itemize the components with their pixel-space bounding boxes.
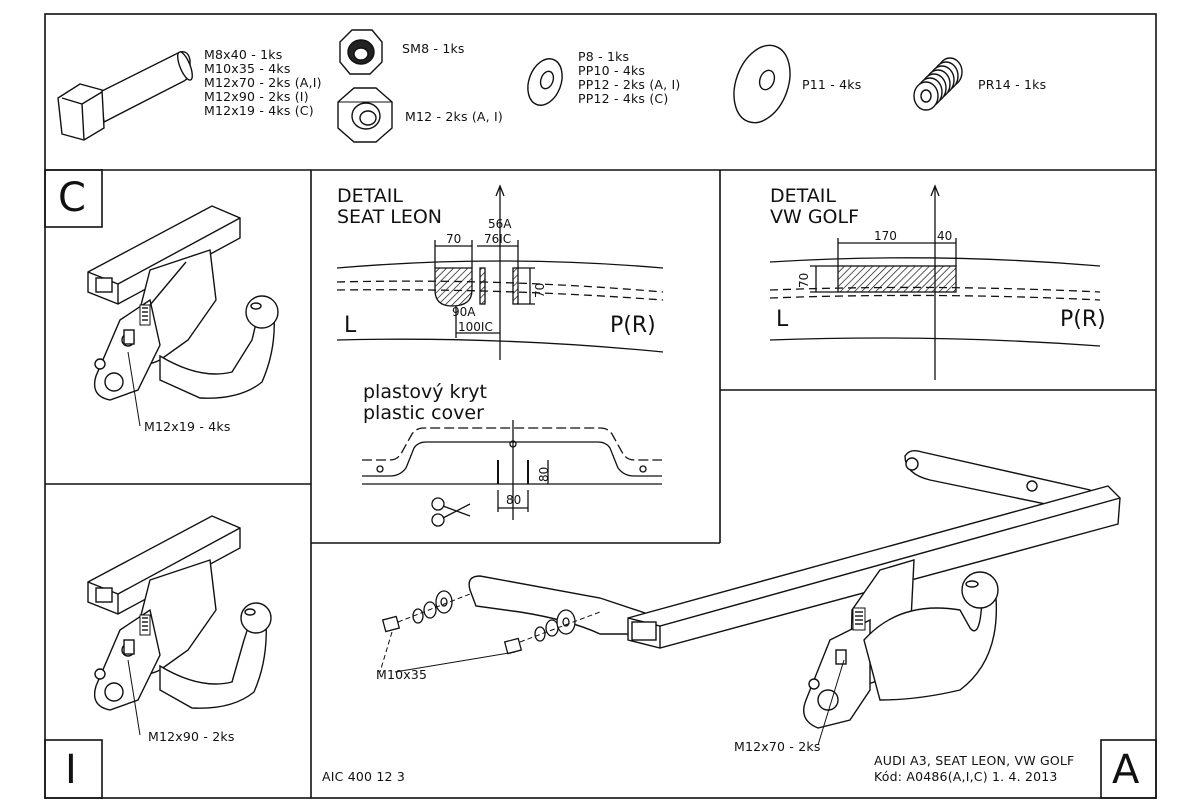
spring-washer-label: PR14 - 1ks: [978, 77, 1047, 92]
frame-lines: [44, 13, 1157, 799]
seat-detail-title-2: SEAT LEON: [337, 206, 442, 228]
hardware-stack: [381, 590, 576, 655]
nut-m12-icon: [337, 87, 393, 143]
a-leader-lines: [379, 593, 845, 746]
bolt-label-m8x40: M8x40 - 1ks: [204, 47, 283, 62]
seat-dim-90a: 90A: [452, 305, 476, 319]
washer-large-icon: [733, 44, 791, 124]
washer-small-icon: [527, 58, 563, 106]
cover-dim-80-w: 80: [506, 493, 522, 507]
footer-code: AIC 400 12 3: [322, 769, 406, 784]
bolt-list: M8x40 - 1ks M10x35 - 4ks M12x70 - 2ks (A…: [204, 48, 322, 118]
seat-detail-drawing: [336, 184, 664, 360]
nut-m12-label: M12 - 2ks (A, I): [405, 109, 503, 124]
vw-dim-170: 170: [874, 229, 897, 243]
bolt-label-m10x35: M10x35 - 4ks: [204, 61, 291, 76]
cover-title-2: plastic cover: [363, 402, 484, 424]
variant-i-bolt-label: M12x90 - 2ks: [148, 729, 235, 744]
cover-title-1: plastový kryt: [363, 381, 487, 403]
washer-label-pp12-ai: PP12 - 2ks (A, I): [578, 77, 681, 92]
spring-washer-icon: [913, 57, 963, 111]
variant-a-bolt-label-m12: M12x70 - 2ks: [734, 739, 821, 754]
cover-dim-80-h: 80: [537, 466, 551, 482]
washer-label-pp12-c: PP12 - 4ks (C): [578, 91, 669, 106]
bolt-label-m12x90: M12x90 - 2ks (I): [204, 89, 309, 104]
nut-sm8-icon: [339, 29, 383, 75]
variant-i-letter: I: [65, 747, 77, 793]
variant-a-drawing: [468, 449, 1121, 729]
bolt-icon: [57, 50, 193, 141]
vw-left-label: L: [776, 307, 789, 332]
variant-i-drawing: [87, 515, 272, 711]
vw-detail-title-1: DETAIL: [770, 185, 836, 207]
variant-a-bolt-label-m10: M10x35: [376, 667, 428, 682]
seat-left-label: L: [344, 313, 357, 338]
seat-dim-100ic: 100IC: [458, 320, 493, 334]
vw-dim-70: 70: [797, 272, 811, 288]
footer-model: AUDI A3, SEAT LEON, VW GOLF: [874, 753, 1075, 768]
vw-right-label: P(R): [1060, 307, 1106, 332]
c-leader-line: [127, 351, 141, 427]
variant-c-letter: C: [58, 175, 86, 221]
seat-detail-title-1: DETAIL: [337, 185, 403, 207]
washer-label-p8: P8 - 1ks: [578, 49, 630, 64]
cover-drawing: [362, 420, 662, 527]
washer-label-pp10: PP10 - 4ks: [578, 63, 646, 78]
seat-dim-70-side: 70: [533, 282, 547, 298]
variant-c-drawing: [87, 205, 279, 401]
variant-a-letter: A: [1112, 747, 1140, 793]
footer-kod: Kód: A0486(A,I,C) 1. 4. 2013: [874, 769, 1058, 784]
bolt-label-m12x19: M12x19 - 4ks (C): [204, 103, 314, 118]
nut-sm8-label: SM8 - 1ks: [402, 41, 465, 56]
i-leader-line: [127, 659, 141, 736]
seat-right-label: P(R): [610, 313, 656, 338]
seat-dim-56a: 56A: [488, 217, 512, 231]
vw-dim-40: 40: [937, 229, 953, 243]
vw-detail-drawing: [769, 184, 1101, 380]
bolt-label-m12x70: M12x70 - 2ks (A,I): [204, 75, 322, 90]
vw-detail-title-2: VW GOLF: [770, 206, 860, 228]
washer-list: P8 - 1ks PP10 - 4ks PP12 - 2ks (A, I) PP…: [578, 50, 680, 106]
seat-dim-70-top: 70: [446, 232, 462, 246]
seat-dim-76ic: 76IC: [484, 232, 512, 246]
washer-p11-label: P11 - 4ks: [802, 77, 862, 92]
variant-c-bolt-label: M12x19 - 4ks: [144, 419, 231, 434]
